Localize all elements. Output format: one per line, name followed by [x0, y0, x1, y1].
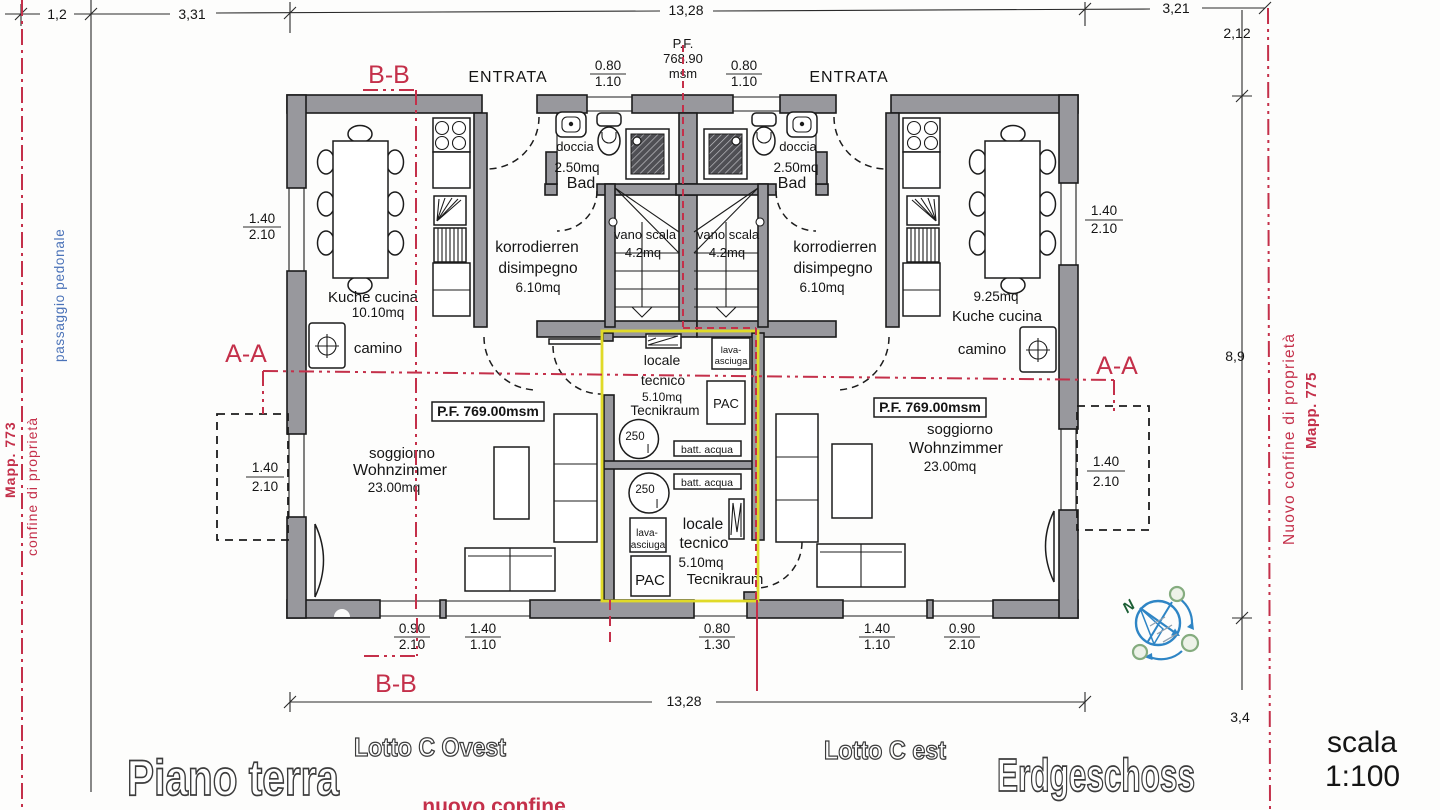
svg-text:2,12: 2,12: [1223, 25, 1250, 41]
svg-text:confine di proprietà: confine di proprietà: [24, 417, 40, 556]
svg-text:Tecnikraum: Tecnikraum: [630, 403, 699, 418]
svg-text:Kuche cucina: Kuche cucina: [328, 289, 419, 306]
svg-text:Lotto C est: Lotto C est: [824, 735, 946, 765]
svg-text:6.10mq: 6.10mq: [515, 280, 560, 295]
svg-text:disimpegno: disimpegno: [498, 260, 577, 277]
svg-text:A-A: A-A: [1096, 352, 1138, 380]
svg-text:B-B: B-B: [368, 61, 410, 89]
svg-text:korrodierren: korrodierren: [793, 239, 877, 256]
svg-text:ENTRATA: ENTRATA: [809, 69, 888, 86]
svg-text:Piano terra: Piano terra: [127, 750, 340, 806]
svg-text:camino: camino: [354, 340, 402, 357]
svg-text:lava-: lava-: [721, 345, 742, 356]
svg-text:2.10: 2.10: [249, 227, 275, 242]
svg-text:23.00mq: 23.00mq: [924, 459, 977, 474]
svg-text:1.30: 1.30: [704, 637, 730, 652]
svg-text:1.40: 1.40: [252, 460, 278, 475]
svg-text:2.10: 2.10: [399, 637, 425, 652]
svg-text:asciuga: asciuga: [715, 356, 748, 367]
svg-text:250: 250: [625, 431, 644, 443]
svg-text:1.40: 1.40: [470, 621, 496, 636]
svg-text:250: 250: [635, 484, 654, 496]
svg-text:10.10mq: 10.10mq: [352, 305, 405, 320]
svg-text:0.90: 0.90: [949, 621, 975, 636]
svg-text:locale: locale: [683, 516, 724, 533]
svg-text:3,4: 3,4: [1230, 709, 1250, 725]
svg-text:lava-: lava-: [636, 528, 658, 539]
svg-text:Kuche cucina: Kuche cucina: [952, 308, 1043, 325]
svg-text:passaggio pedonale: passaggio pedonale: [52, 229, 67, 362]
svg-text:PAC: PAC: [713, 396, 739, 411]
svg-text:2.10: 2.10: [252, 479, 278, 494]
svg-text:0.80: 0.80: [731, 58, 757, 73]
svg-text:8,9: 8,9: [1225, 348, 1245, 364]
svg-text:1:100: 1:100: [1325, 760, 1400, 793]
svg-text:camino: camino: [958, 341, 1006, 358]
svg-text:3,31: 3,31: [178, 6, 205, 22]
svg-text:1.40: 1.40: [1091, 203, 1117, 218]
svg-text:P.F. 769.00msm: P.F. 769.00msm: [879, 399, 981, 415]
svg-text:soggiorno: soggiorno: [369, 445, 435, 462]
svg-text:3,21: 3,21: [1162, 0, 1189, 16]
svg-text:2.50mq: 2.50mq: [554, 160, 599, 175]
svg-text:4.2mq: 4.2mq: [709, 245, 745, 260]
svg-text:asciuga: asciuga: [631, 540, 666, 551]
svg-text:doccia: doccia: [779, 139, 817, 154]
svg-text:nuovo confine: nuovo confine: [422, 795, 566, 810]
svg-text:Erdgeschoss: Erdgeschoss: [997, 749, 1195, 801]
svg-text:9.25mq: 9.25mq: [973, 289, 1018, 304]
svg-text:doccia: doccia: [556, 139, 594, 154]
svg-text:vano scala: vano scala: [697, 227, 760, 242]
svg-text:scala: scala: [1327, 726, 1397, 759]
svg-text:Tecnikraum: Tecnikraum: [687, 571, 764, 588]
svg-text:tecnico: tecnico: [679, 535, 728, 552]
svg-text:1.10: 1.10: [470, 637, 496, 652]
svg-text:23.00mq: 23.00mq: [368, 480, 421, 495]
svg-text:5.10mq: 5.10mq: [642, 390, 682, 404]
svg-text:2.10: 2.10: [949, 637, 975, 652]
svg-text:1.10: 1.10: [595, 74, 621, 89]
svg-text:13,28: 13,28: [668, 2, 703, 18]
svg-text:6.10mq: 6.10mq: [799, 280, 844, 295]
svg-text:2.10: 2.10: [1091, 221, 1117, 236]
svg-text:Bad: Bad: [778, 175, 806, 192]
svg-text:korrodierren: korrodierren: [495, 239, 579, 256]
svg-text:0.90: 0.90: [399, 621, 425, 636]
svg-text:soggiorno: soggiorno: [927, 421, 993, 438]
svg-text:0.80: 0.80: [704, 621, 730, 636]
svg-text:13,28: 13,28: [666, 693, 701, 709]
svg-text:2.50mq: 2.50mq: [773, 160, 818, 175]
svg-text:Mapp. 773: Mapp. 773: [2, 421, 18, 498]
svg-text:P.F.: P.F.: [673, 36, 694, 51]
svg-text:0.80: 0.80: [595, 58, 621, 73]
svg-text:1.40: 1.40: [864, 621, 890, 636]
svg-text:ENTRATA: ENTRATA: [468, 69, 547, 86]
svg-text:B-B: B-B: [375, 670, 417, 698]
svg-text:Wohnzimmer: Wohnzimmer: [909, 440, 1004, 457]
svg-text:A-A: A-A: [225, 340, 267, 368]
svg-text:Lotto C Ovest: Lotto C Ovest: [354, 732, 506, 762]
svg-text:1,2: 1,2: [47, 6, 67, 22]
svg-text:1.10: 1.10: [864, 637, 890, 652]
svg-text:1.40: 1.40: [1093, 454, 1119, 469]
svg-text:PAC: PAC: [635, 572, 665, 589]
svg-text:2.10: 2.10: [1093, 474, 1119, 489]
svg-text:Bad: Bad: [567, 175, 595, 192]
svg-text:4.2mq: 4.2mq: [625, 245, 661, 260]
svg-text:P.F. 769.00msm: P.F. 769.00msm: [437, 403, 539, 419]
svg-text:Wohnzimmer: Wohnzimmer: [353, 462, 448, 479]
svg-text:l: l: [656, 499, 659, 511]
svg-text:vano scala: vano scala: [614, 227, 677, 242]
svg-text:1.10: 1.10: [731, 74, 757, 89]
svg-text:Nuovo confine di proprietà: Nuovo confine di proprietà: [1281, 333, 1298, 545]
svg-text:batt. acqua: batt. acqua: [681, 444, 733, 456]
svg-text:1.40: 1.40: [249, 211, 275, 226]
svg-text:5.10mq: 5.10mq: [678, 555, 723, 570]
svg-text:disimpegno: disimpegno: [793, 260, 872, 277]
svg-text:Mapp. 775: Mapp. 775: [1303, 372, 1320, 449]
svg-text:batt. acqua: batt. acqua: [681, 477, 733, 489]
svg-text:l: l: [647, 444, 650, 456]
svg-text:locale: locale: [644, 352, 681, 368]
